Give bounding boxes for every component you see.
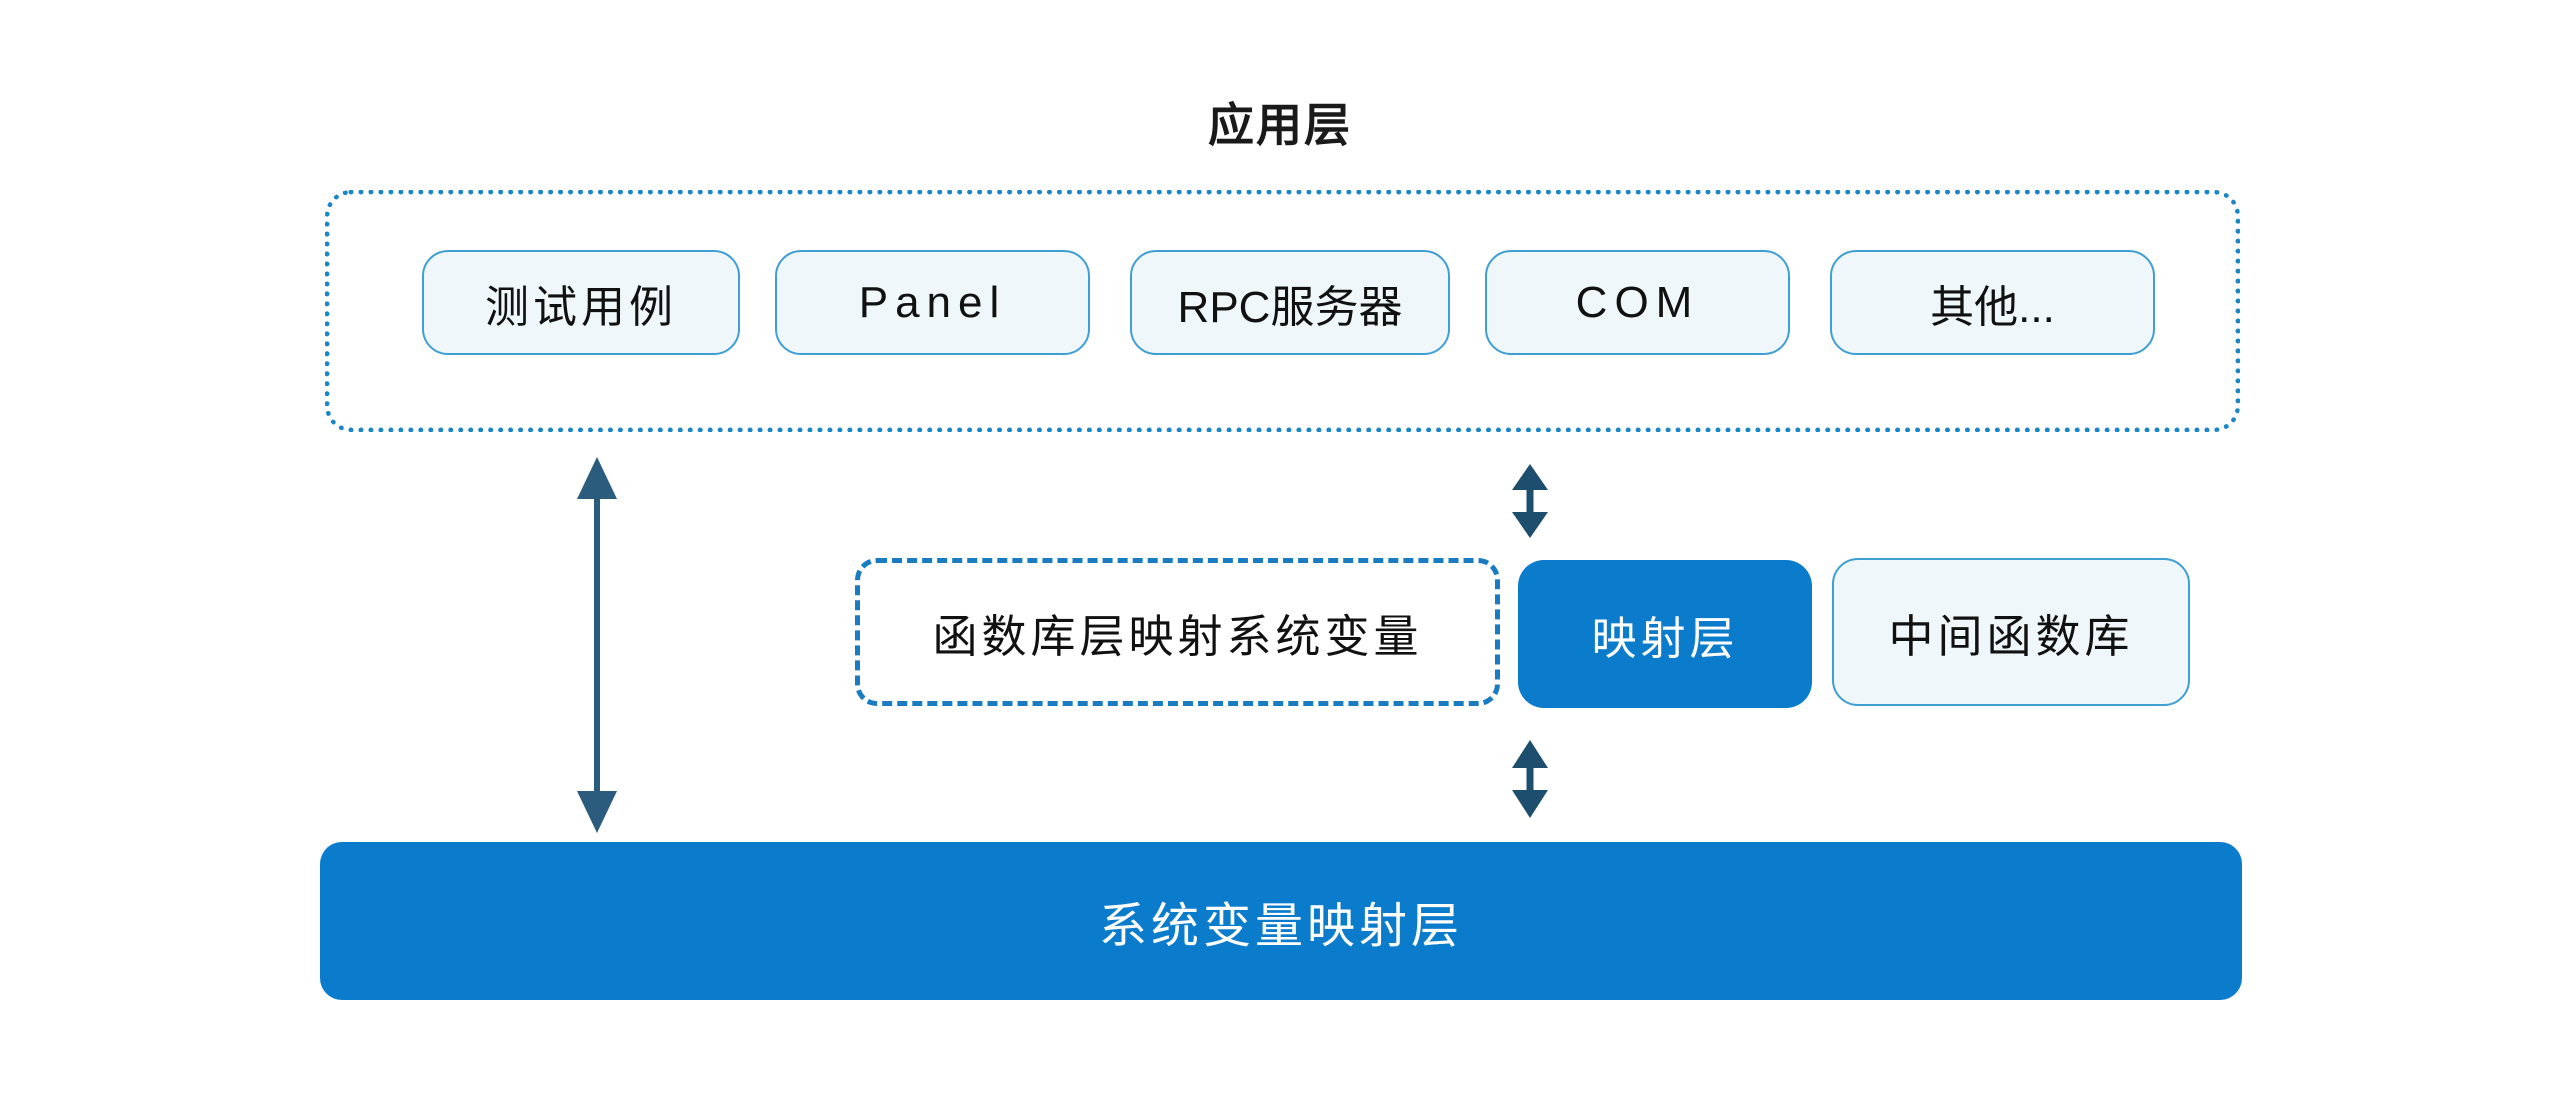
node-other[interactable]: 其他... [1830,250,2155,355]
arrow-app-to-map-bidirectional [1495,462,1565,540]
node-mapping-layer[interactable]: 映射层 [1518,560,1812,708]
node-rpc-server[interactable]: RPC服务器 [1130,250,1450,355]
node-panel[interactable]: Panel [775,250,1090,355]
page-title: 应用层 [1208,99,1352,151]
arrow-map-to-sysvar-bidirectional [1495,738,1565,820]
application-layer-container [325,190,2240,432]
node-system-variable-mapping-layer[interactable]: 系统变量映射层 [320,842,2242,1000]
arrow-app-to-sysvar-bidirectional [557,455,637,835]
node-com[interactable]: COM [1485,250,1790,355]
node-test-case[interactable]: 测试用例 [422,250,740,355]
node-middle-function-library[interactable]: 中间函数库 [1832,558,2190,706]
node-function-library-mapping-system-variable[interactable]: 函数库层映射系统变量 [855,558,1500,706]
